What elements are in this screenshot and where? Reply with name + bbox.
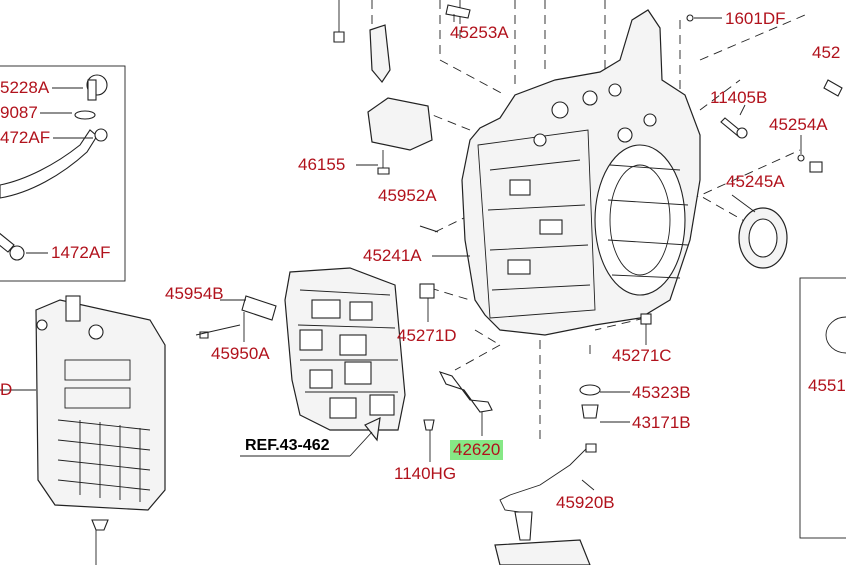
part-label-452-cut: 452 <box>812 43 841 62</box>
part-label-45254a: 45254A <box>769 115 828 134</box>
sleeve-45271d <box>419 283 435 299</box>
bolt-11405b <box>720 117 748 139</box>
transmission-case <box>461 9 701 336</box>
part-label-45950a: 45950A <box>211 344 270 363</box>
part-label-45271d: 45271D <box>397 326 457 345</box>
bracket-45253a <box>333 0 471 84</box>
part-label-45271c: 45271C <box>612 346 672 365</box>
oil-pan <box>35 295 166 531</box>
part-label-9087: 9087 <box>0 103 38 122</box>
part-label-46155: 46155 <box>298 155 346 174</box>
part-label-45241a: 45241A <box>363 246 422 265</box>
part-label-45920b: 45920B <box>556 493 615 512</box>
pin-45952a <box>419 225 439 233</box>
plug-43171b <box>581 404 599 419</box>
plug-45254a-b <box>809 161 823 173</box>
part-label-4551-cut: 4551 <box>808 376 846 395</box>
part-label-45253a: 45253A <box>450 23 509 42</box>
plug-45254a <box>797 154 805 162</box>
o-ring-45323b <box>579 384 601 396</box>
oil-seal <box>738 207 788 269</box>
hose-assembly-box <box>0 65 126 282</box>
part-label-45323b: 45323B <box>632 383 691 402</box>
bolt-1140hg <box>423 419 435 431</box>
part-label-45954b: 45954B <box>165 284 224 303</box>
reference-label: REF.43-462 <box>245 437 330 454</box>
part-label-43171b: 43171B <box>632 413 691 432</box>
seal-kit-box <box>799 277 846 539</box>
part-label-1472af: 1472AF <box>51 243 111 262</box>
part-label-d-cut: D <box>0 380 13 399</box>
oil-filter <box>367 97 433 175</box>
plate-45950a <box>195 295 277 342</box>
part-label-11405b: 11405B <box>710 88 768 107</box>
part-label-45245a: 45245A <box>726 172 785 191</box>
part-label-45952a: 45952A <box>378 186 437 205</box>
part-label-42620-highlighted: 42620 <box>450 440 504 460</box>
spring-42620 <box>438 371 493 413</box>
valve-body <box>284 267 406 442</box>
part-label-45228a: 5228A <box>0 78 50 97</box>
pipe-45920b <box>494 443 597 565</box>
part-label-472af: 472AF <box>0 128 51 147</box>
part-label-1140hg: 1140HG <box>394 464 457 483</box>
part-label-1601df: 1601DF <box>725 9 786 28</box>
